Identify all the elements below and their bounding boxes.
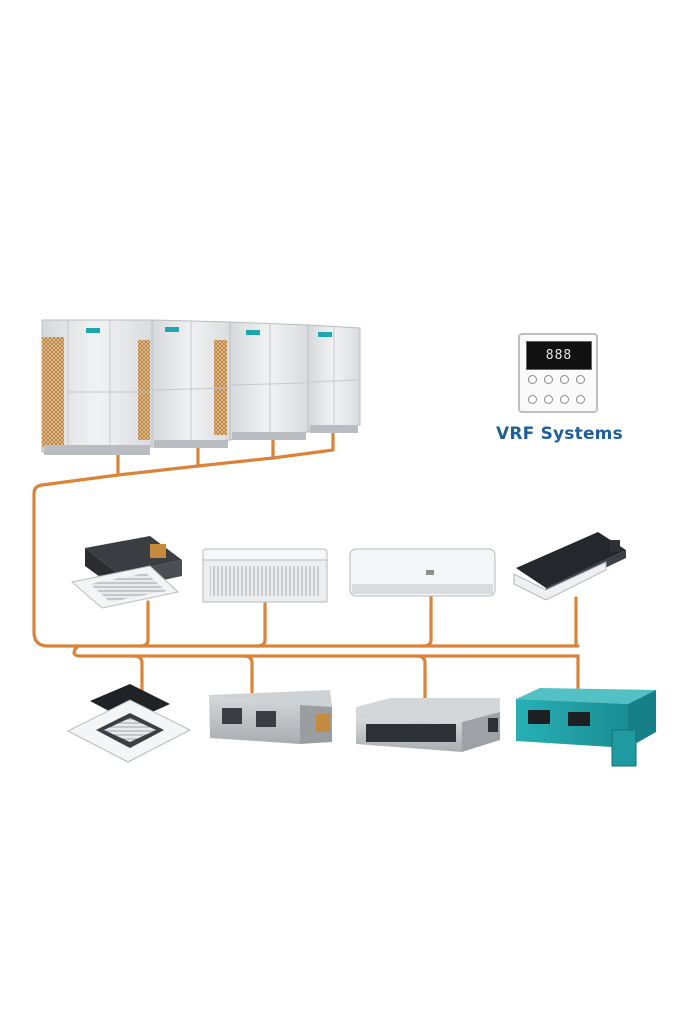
- branch-1: [138, 600, 150, 648]
- cassette-unit-icon: [70, 536, 182, 609]
- controller-button: [576, 395, 585, 404]
- controller-button: [560, 395, 569, 404]
- ceiling-floor-unit-icon: [202, 548, 328, 603]
- branch-3: [421, 595, 433, 648]
- wall-split-unit-icon: [349, 548, 496, 597]
- diagram-title: VRF Systems: [496, 424, 623, 444]
- one-way-cassette-icon: [513, 532, 626, 601]
- controller-button: [544, 395, 553, 404]
- vrf-outdoor-unit-icon: [41, 319, 153, 455]
- vrf-outdoor-unit-icon: [229, 321, 309, 441]
- pipe-outdoor-4: [271, 430, 335, 460]
- vrf-outdoor-unit-icon: [307, 324, 361, 433]
- refrigerant-piping: [32, 430, 580, 701]
- branch-6: [242, 654, 254, 694]
- ducted-unit-icon: [209, 690, 332, 744]
- lower-header-pipe: [72, 644, 580, 658]
- vrf-outdoor-unit-icon: [151, 319, 231, 448]
- controller-button: [560, 375, 569, 384]
- controller-button: [576, 375, 585, 384]
- four-way-cassette-icon: [66, 684, 192, 763]
- wired-controller-icon: 888: [518, 333, 598, 413]
- main-pipe-left: [32, 453, 120, 648]
- outdoor-units: [41, 319, 361, 455]
- controller-display: 888: [526, 341, 592, 370]
- branch-5: [132, 654, 144, 695]
- controller-button: [528, 395, 537, 404]
- branch-7: [415, 654, 427, 701]
- slim-duct-unit-icon: [356, 698, 500, 752]
- controller-button: [544, 375, 553, 384]
- controller-button: [528, 375, 537, 384]
- branch-2: [255, 602, 267, 648]
- high-static-duct-icon: [516, 688, 656, 767]
